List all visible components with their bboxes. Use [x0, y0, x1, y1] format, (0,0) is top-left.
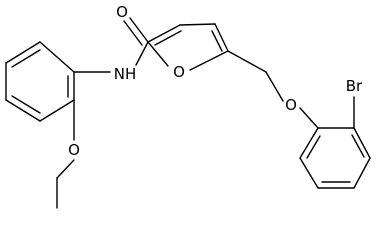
furan-ring — [147, 23, 229, 71]
ethoxyphenyl-ring — [5, 41, 75, 122]
amide-linkage — [73, 17, 149, 73]
amide-nitrogen-label: NH — [114, 65, 137, 83]
ethoxy-oxygen-label: O — [68, 141, 80, 159]
carbonyl-oxygen-label: O — [116, 3, 128, 21]
ether-oxygen-label: O — [285, 96, 297, 114]
ethoxy-chain — [56, 99, 75, 209]
molecule-diagram: O NH O O O Br — [5, 3, 371, 209]
methylene-ether-linkage — [227, 50, 319, 129]
bromine-label: Br — [346, 77, 363, 95]
structure-svg: O NH O O O Br — [5, 3, 371, 209]
bromophenyl-ring — [299, 96, 371, 189]
furan-oxygen-label: O — [173, 63, 185, 81]
